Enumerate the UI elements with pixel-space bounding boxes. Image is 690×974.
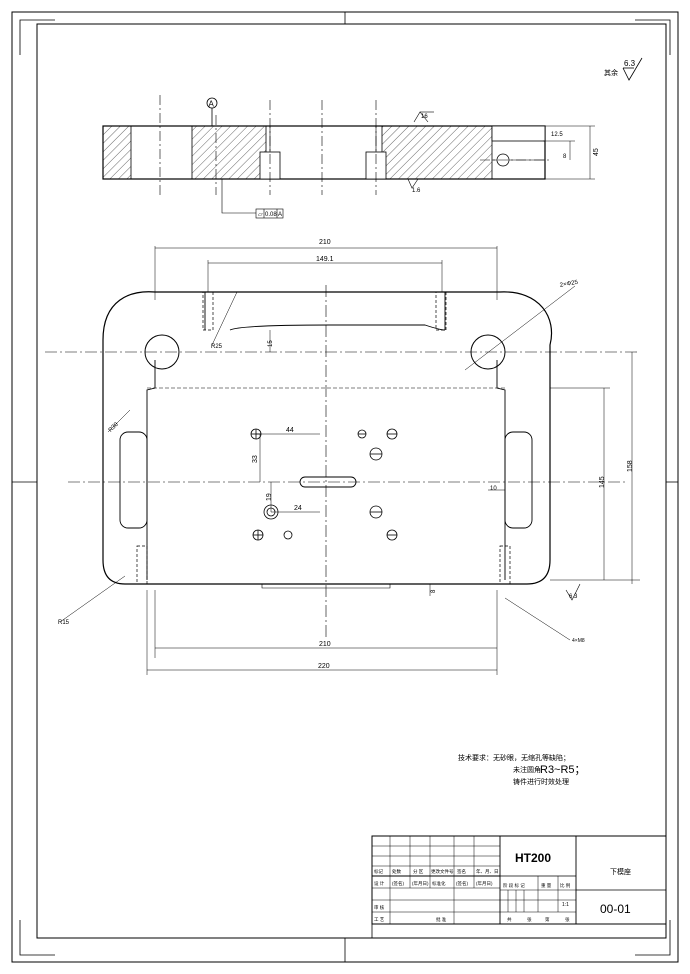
hdr-mark: 标记 bbox=[374, 868, 383, 875]
r2-standard: 标准化 bbox=[432, 880, 446, 887]
r2-sign: (签名) bbox=[392, 880, 404, 887]
dim-12-5: 12.5 bbox=[551, 132, 563, 138]
sheets-total: 共 bbox=[507, 916, 512, 923]
slot-note: 4×M8 bbox=[572, 638, 585, 644]
tech-requirements: 技术要求：无砂眼，无缩孔等缺陷； 未注圆角 R3~R5； 铸件进行时效处理 bbox=[458, 753, 586, 786]
r2-date2: (年月日) bbox=[476, 880, 493, 887]
part-name: 下模座 bbox=[610, 867, 631, 876]
hdr-count: 处数 bbox=[392, 868, 401, 875]
dim-10: 10 bbox=[490, 486, 497, 492]
side-dim-8: 8 bbox=[563, 154, 567, 160]
sheets-unit1: 张 bbox=[527, 916, 532, 923]
inner-border bbox=[36, 23, 667, 939]
stage-mark: 阶 段 标 记 bbox=[503, 882, 525, 889]
dim-145: 145 bbox=[599, 476, 606, 488]
dim-19: 19 bbox=[266, 493, 273, 501]
flatness-value: 0.08 bbox=[265, 212, 277, 218]
dim-44: 44 bbox=[286, 427, 294, 434]
process-label: 工 艺 bbox=[374, 917, 385, 922]
dim-r15: R15 bbox=[58, 620, 70, 626]
frame-marks bbox=[12, 12, 678, 962]
hdr-change-doc: 更改文件号 bbox=[431, 868, 454, 875]
drawing-number: 00-01 bbox=[600, 902, 631, 916]
datum-a-label: A bbox=[209, 100, 215, 109]
dim-210-top: 210 bbox=[319, 239, 331, 246]
dim-220: 220 bbox=[318, 663, 330, 670]
hdr-zone: 分 区 bbox=[413, 868, 424, 875]
plan-view: 210 149.1 2×Φ25 R25 15 R30 44 33 19 24 1… bbox=[45, 239, 640, 675]
side-view: A ⏥ 0.08 A 16 1.6 45 12.5 8 bbox=[102, 95, 600, 219]
dim-24: 24 bbox=[294, 505, 302, 512]
title-block bbox=[371, 835, 667, 938]
approve-label: 批 准 bbox=[436, 916, 447, 923]
r2-design: 设 计 bbox=[374, 880, 385, 887]
scale-value: 1:1 bbox=[562, 902, 569, 908]
surface-finish-rest: 其余 6.3 bbox=[604, 57, 643, 81]
sheets-no: 第 bbox=[545, 916, 550, 923]
r2-sign2: (签名) bbox=[456, 880, 468, 887]
dim-45: 45 bbox=[593, 148, 600, 156]
dim-158: 158 bbox=[627, 460, 634, 472]
flatness-datum: A bbox=[278, 212, 282, 218]
sheets-unit2: 张 bbox=[565, 916, 570, 923]
rest-label: 其余 bbox=[604, 68, 618, 77]
r2-date: (年月日) bbox=[412, 880, 429, 887]
svg-text:⏥: ⏥ bbox=[258, 211, 263, 218]
rough-1-6: 1.6 bbox=[412, 188, 421, 194]
plan-dim-8: 8 bbox=[431, 589, 437, 593]
tech-line2-value: R3~R5； bbox=[540, 764, 586, 776]
dim-r25: R25 bbox=[211, 344, 223, 350]
tech-heading: 技术要求：无砂眼，无缩孔等缺陷； bbox=[458, 753, 570, 762]
hole-note: 2×Φ25 bbox=[559, 280, 579, 289]
hdr-date: 年、月、日 bbox=[476, 868, 499, 875]
dim-16: 16 bbox=[421, 114, 428, 120]
hdr-sign: 签名 bbox=[457, 868, 466, 875]
dim-210-bottom: 210 bbox=[319, 641, 331, 648]
rest-value: 6.3 bbox=[624, 59, 636, 68]
rough-6-3-right: 6.3 bbox=[569, 594, 578, 600]
weight-label: 重 量 bbox=[541, 882, 552, 889]
material-label: HT200 bbox=[515, 851, 551, 865]
scale-label: 比 例 bbox=[560, 882, 571, 889]
dim-33: 33 bbox=[252, 455, 259, 463]
title-block-text: HT200 下模座 00-01 1:1 标记 处数 分 区 更改文件号 签名 年… bbox=[374, 851, 631, 923]
tech-line3: 铸件进行时效处理 bbox=[513, 777, 569, 786]
dim-15: 15 bbox=[268, 340, 274, 347]
dim-149: 149.1 bbox=[316, 256, 334, 263]
dim-r30: R30 bbox=[108, 421, 120, 433]
tech-line2-prefix: 未注圆角 bbox=[513, 765, 541, 774]
review-label: 审 核 bbox=[374, 904, 385, 911]
